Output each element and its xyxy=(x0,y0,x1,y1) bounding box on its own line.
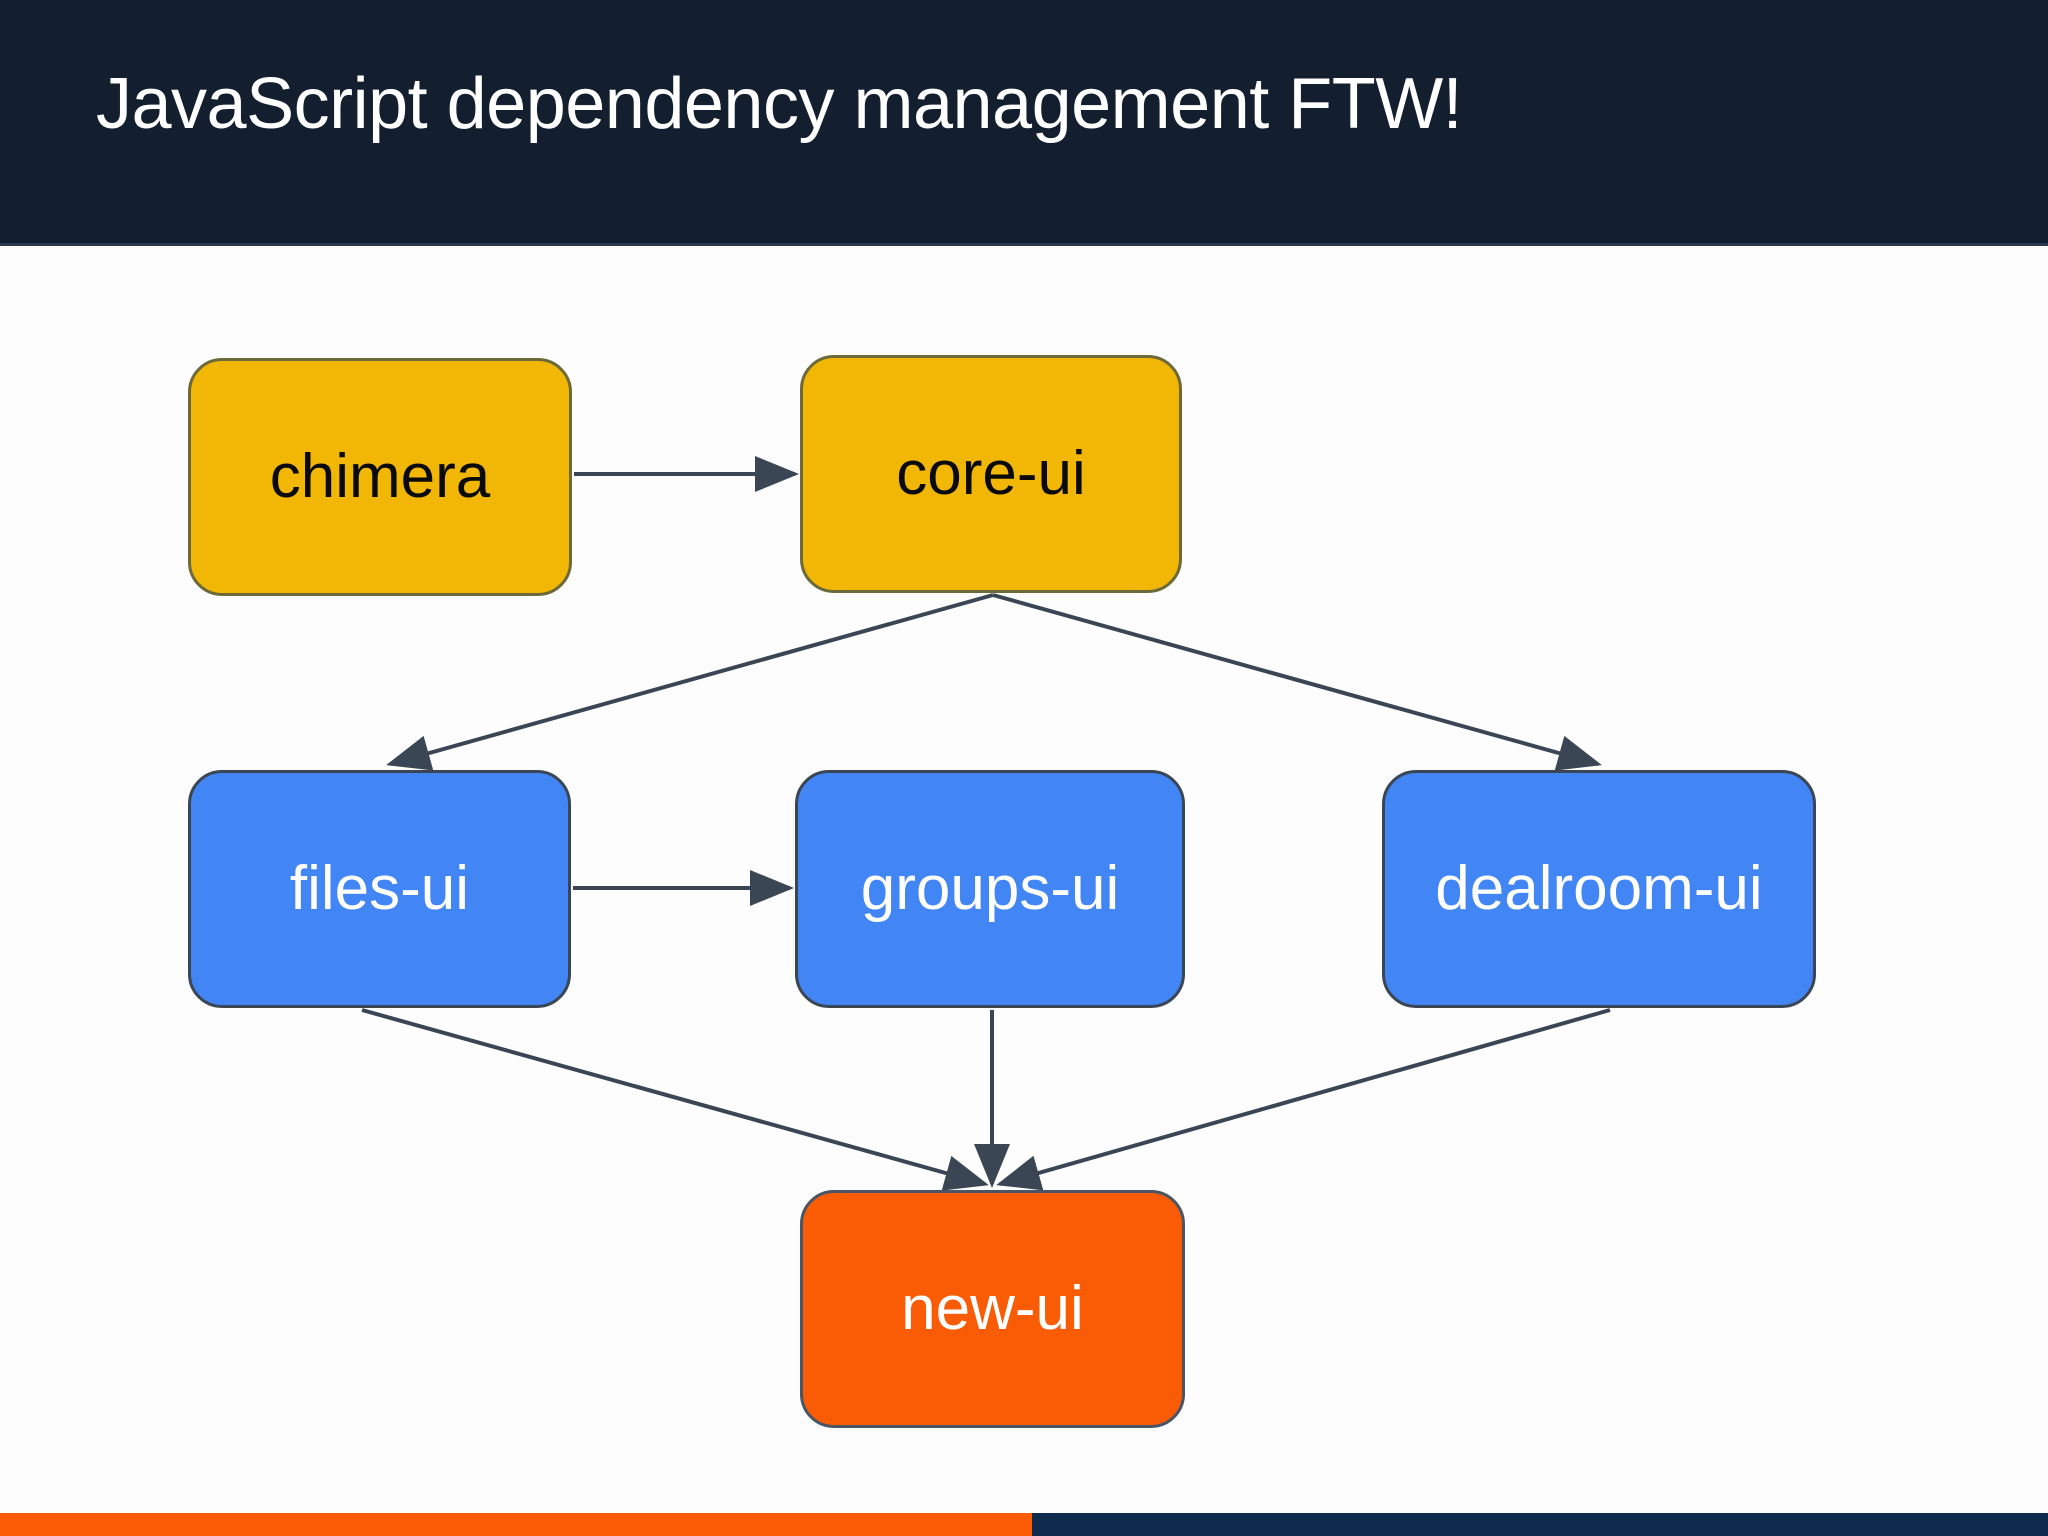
edge-core-ui-to-dealroom-ui xyxy=(992,593,1602,771)
diagram-node-label: groups-ui xyxy=(860,854,1120,923)
diagram-node-groups-ui[interactable]: groups-ui xyxy=(795,770,1185,1008)
diagram-node-dealroom-ui[interactable]: dealroom-ui xyxy=(1382,770,1816,1008)
slide-footer-bar xyxy=(0,1513,2048,1536)
edge-dealroom-ui-to-new-ui xyxy=(996,1008,1611,1191)
edge-files-ui-to-new-ui xyxy=(361,1008,989,1191)
page-title: JavaScript dependency management FTW! xyxy=(96,64,1463,144)
diagram-node-label: files-ui xyxy=(289,854,470,923)
diagram-node-core-ui[interactable]: core-ui xyxy=(800,355,1182,593)
slide-header-bar: JavaScript dependency management FTW! xyxy=(0,0,2048,246)
diagram-node-chimera[interactable]: chimera xyxy=(188,358,572,596)
diagram-node-new-ui[interactable]: new-ui xyxy=(800,1190,1185,1428)
diagram-node-label: chimera xyxy=(269,442,491,511)
footer-accent-orange xyxy=(0,1513,1032,1536)
diagram-node-label: new-ui xyxy=(901,1274,1084,1343)
edge-core-ui-to-files-ui xyxy=(386,593,994,771)
diagram-node-label: core-ui xyxy=(896,439,1086,508)
footer-accent-navy xyxy=(1032,1513,2048,1536)
diagram-node-label: dealroom-ui xyxy=(1435,854,1763,923)
diagram-node-files-ui[interactable]: files-ui xyxy=(188,770,571,1008)
